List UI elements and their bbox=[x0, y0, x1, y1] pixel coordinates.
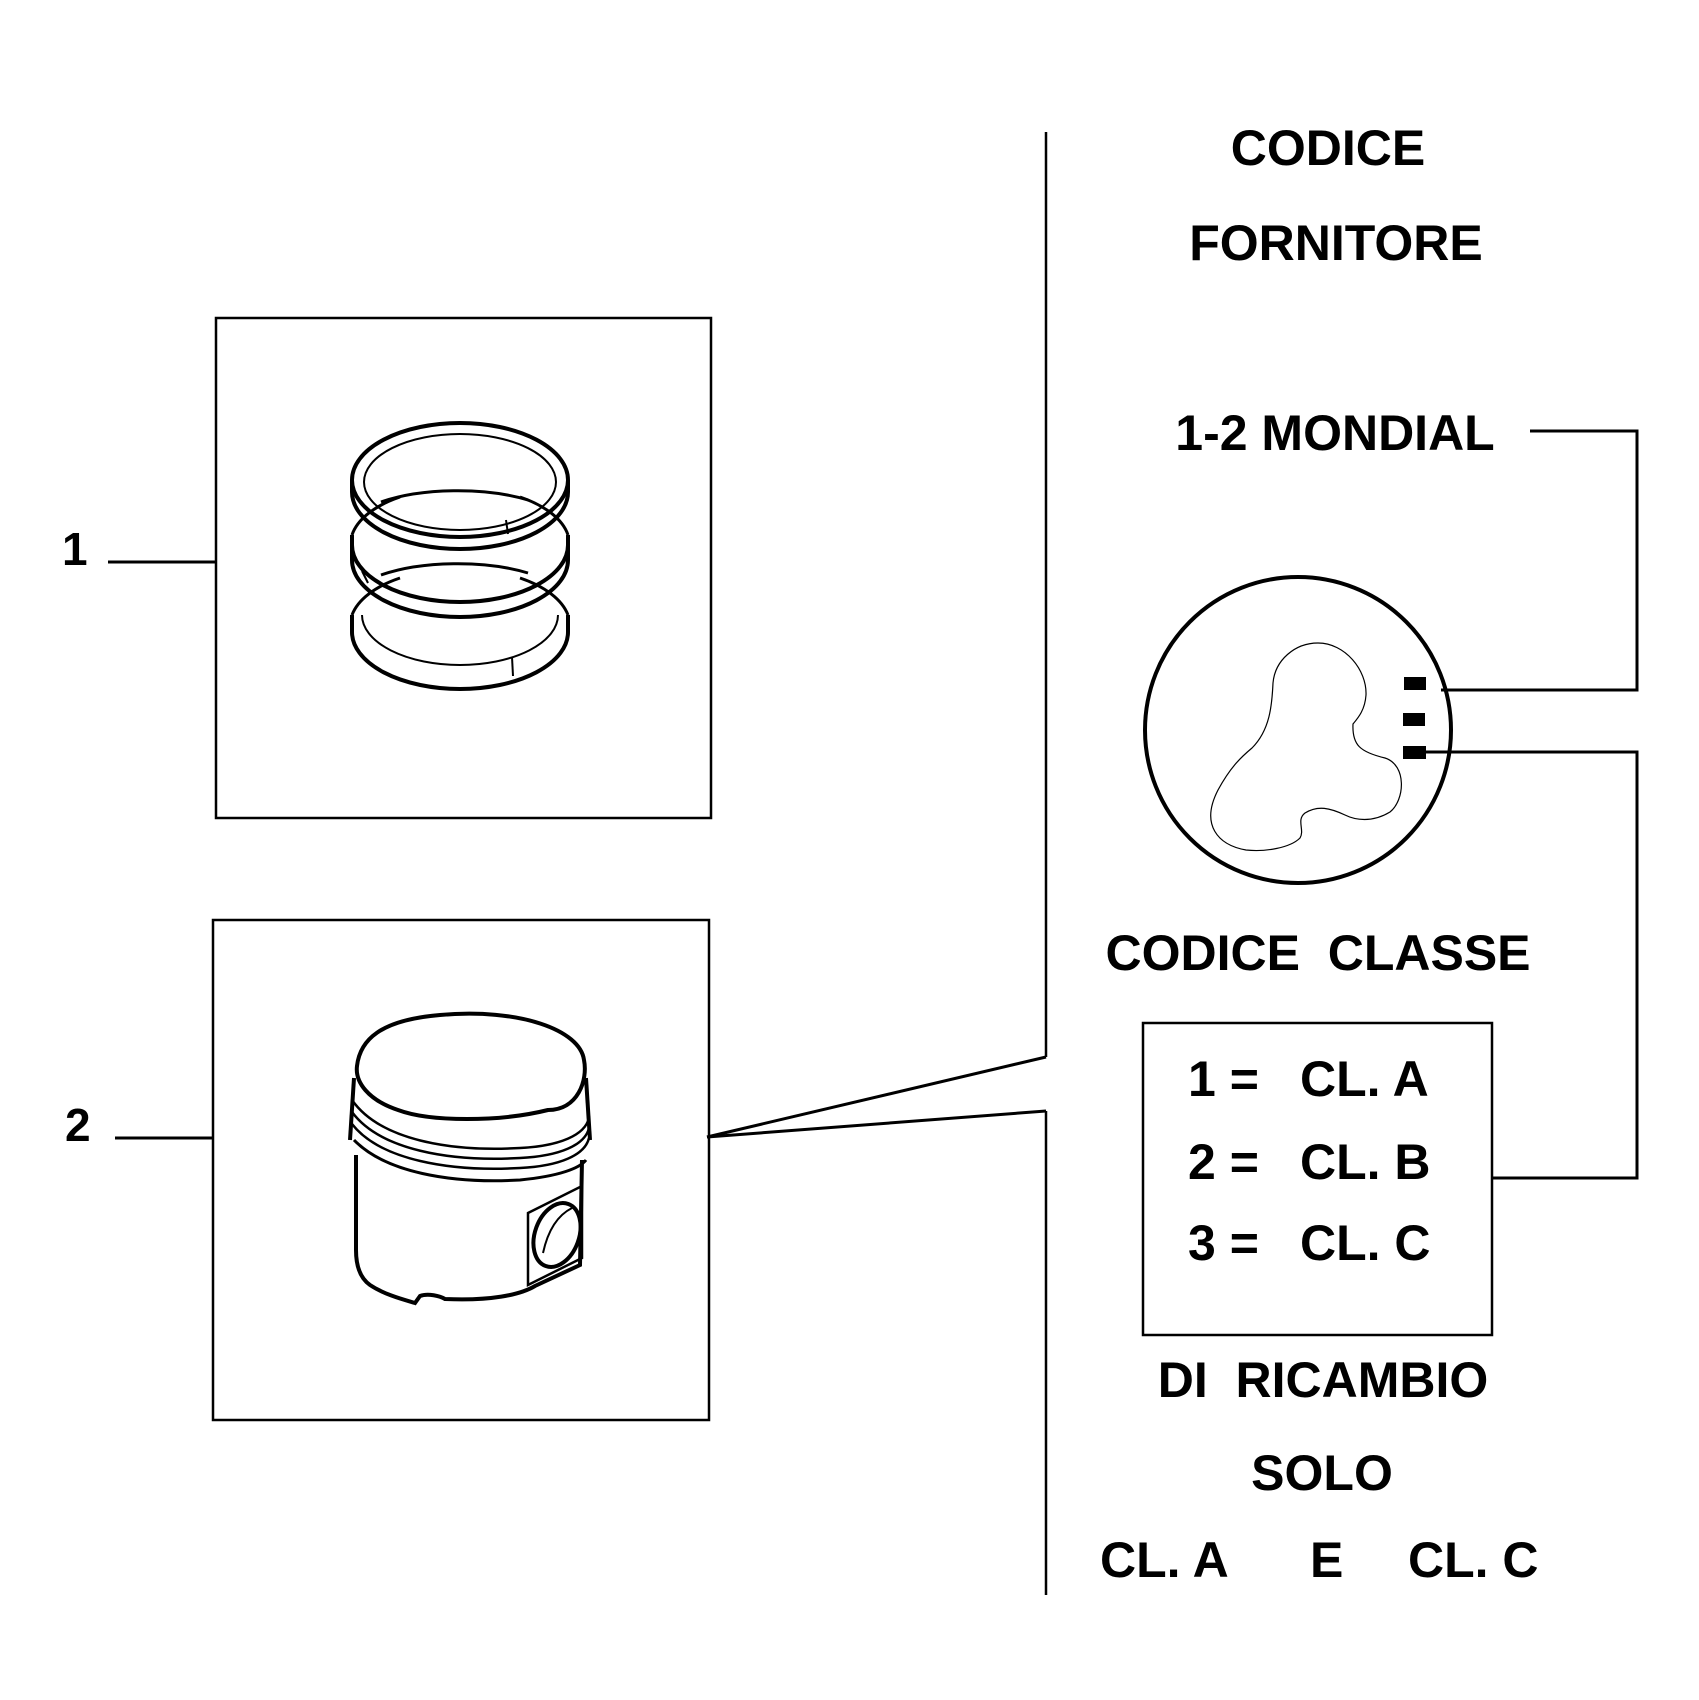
spare-note-class-c: CL. C bbox=[1408, 1532, 1539, 1588]
callout-1-label: 1 bbox=[62, 523, 88, 575]
piston-rings-frame bbox=[214, 316, 713, 820]
piston-crown-view bbox=[1143, 575, 1453, 885]
callout-1: 1 bbox=[62, 523, 216, 575]
callout-2-label: 2 bbox=[65, 1099, 91, 1151]
callout-2: 2 bbox=[65, 1099, 213, 1151]
mark-1 bbox=[1404, 677, 1426, 690]
spare-note-class-a: CL. A bbox=[1100, 1532, 1229, 1588]
mark-3 bbox=[1403, 746, 1426, 759]
class-entry-3-num: 3 = bbox=[1188, 1215, 1259, 1271]
class-code-list: 1 = CL. A 2 = CL. B 3 = CL. C bbox=[1188, 1051, 1431, 1271]
supplier-bracket bbox=[1441, 429, 1639, 692]
combustion-chamber-outline bbox=[1210, 642, 1402, 852]
supplier-code-title-1: CODICE bbox=[1231, 120, 1425, 176]
class-entry-1-cls: CL. A bbox=[1300, 1051, 1429, 1107]
spare-note-line-1: DI RICAMBIO bbox=[1158, 1352, 1489, 1408]
mark-2 bbox=[1403, 713, 1425, 726]
class-entry-1-num: 1 = bbox=[1188, 1051, 1259, 1107]
class-entry-2-num: 2 = bbox=[1188, 1134, 1259, 1190]
piston-icon bbox=[348, 1011, 592, 1306]
class-code-title: CODICE CLASSE bbox=[1105, 925, 1530, 981]
class-entry-3-cls: CL. C bbox=[1300, 1215, 1431, 1271]
spare-note-line-2: SOLO bbox=[1251, 1445, 1393, 1501]
spare-note-and: E bbox=[1310, 1532, 1343, 1588]
class-bracket bbox=[1426, 750, 1639, 1180]
detail-leader bbox=[706, 1055, 1047, 1139]
piston-rings-icon bbox=[350, 421, 570, 691]
class-code-box bbox=[1141, 1021, 1494, 1337]
class-entry-2-cls: CL. B bbox=[1300, 1134, 1431, 1190]
piston-frame bbox=[211, 918, 711, 1422]
supplier-code-value: 1-2 MONDIAL bbox=[1175, 405, 1494, 461]
supplier-code-title-2: FORNITORE bbox=[1189, 215, 1483, 271]
